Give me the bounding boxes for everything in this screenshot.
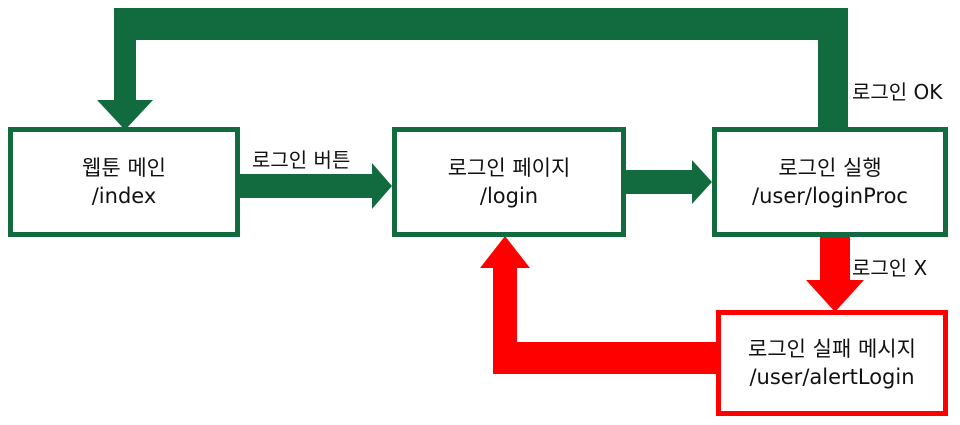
edge-label-login-x: 로그인 X [852, 256, 928, 280]
node-login-exec: 로그인 실행 /user/loginProc [712, 127, 948, 237]
node-path: /user/alertLogin [749, 365, 915, 389]
arrow-login-button [240, 163, 392, 209]
node-title: 로그인 페이지 [447, 156, 571, 180]
arrow-login-ok [97, 8, 848, 130]
node-login-fail: 로그인 실패 메시지 /user/alertLogin [716, 310, 948, 416]
edge-label-login-button: 로그인 버튼 [252, 148, 351, 172]
node-path: /index [91, 184, 157, 208]
node-path: /user/loginProc [752, 184, 908, 208]
edge-label-login-ok: 로그인 OK [852, 80, 943, 104]
node-login-page: 로그인 페이지 /login [392, 127, 626, 237]
node-title: 로그인 실패 메시지 [748, 337, 916, 361]
node-path: /login [479, 184, 539, 208]
node-title: 웹툰 메인 [82, 156, 166, 180]
node-title: 로그인 실행 [778, 156, 882, 180]
arrow-login-submit [626, 160, 712, 204]
node-webtoon-main: 웹툰 메인 /index [8, 127, 240, 237]
arrow-login-x [806, 236, 864, 312]
arrow-back-to-login [480, 236, 716, 374]
